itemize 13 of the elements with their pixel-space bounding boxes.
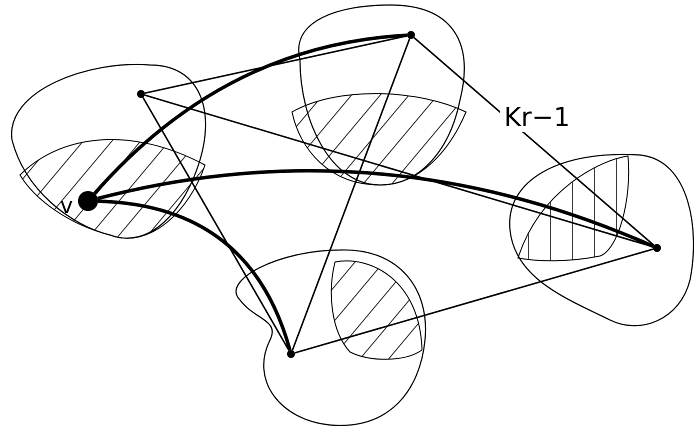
- line: [292, 38, 410, 351]
- line: [144, 35, 408, 94]
- vertex-dot: [407, 31, 415, 39]
- line: [414, 37, 654, 246]
- vertex-dot: [287, 350, 295, 358]
- thick-curve: [98, 200, 292, 351]
- thick-curve: [93, 33, 408, 195]
- thick-curve: [97, 169, 654, 248]
- vertex-dot: [653, 244, 661, 252]
- vertex-dot: [137, 90, 145, 98]
- line: [142, 97, 290, 351]
- vertex-label: v: [60, 196, 74, 218]
- line: [294, 248, 654, 354]
